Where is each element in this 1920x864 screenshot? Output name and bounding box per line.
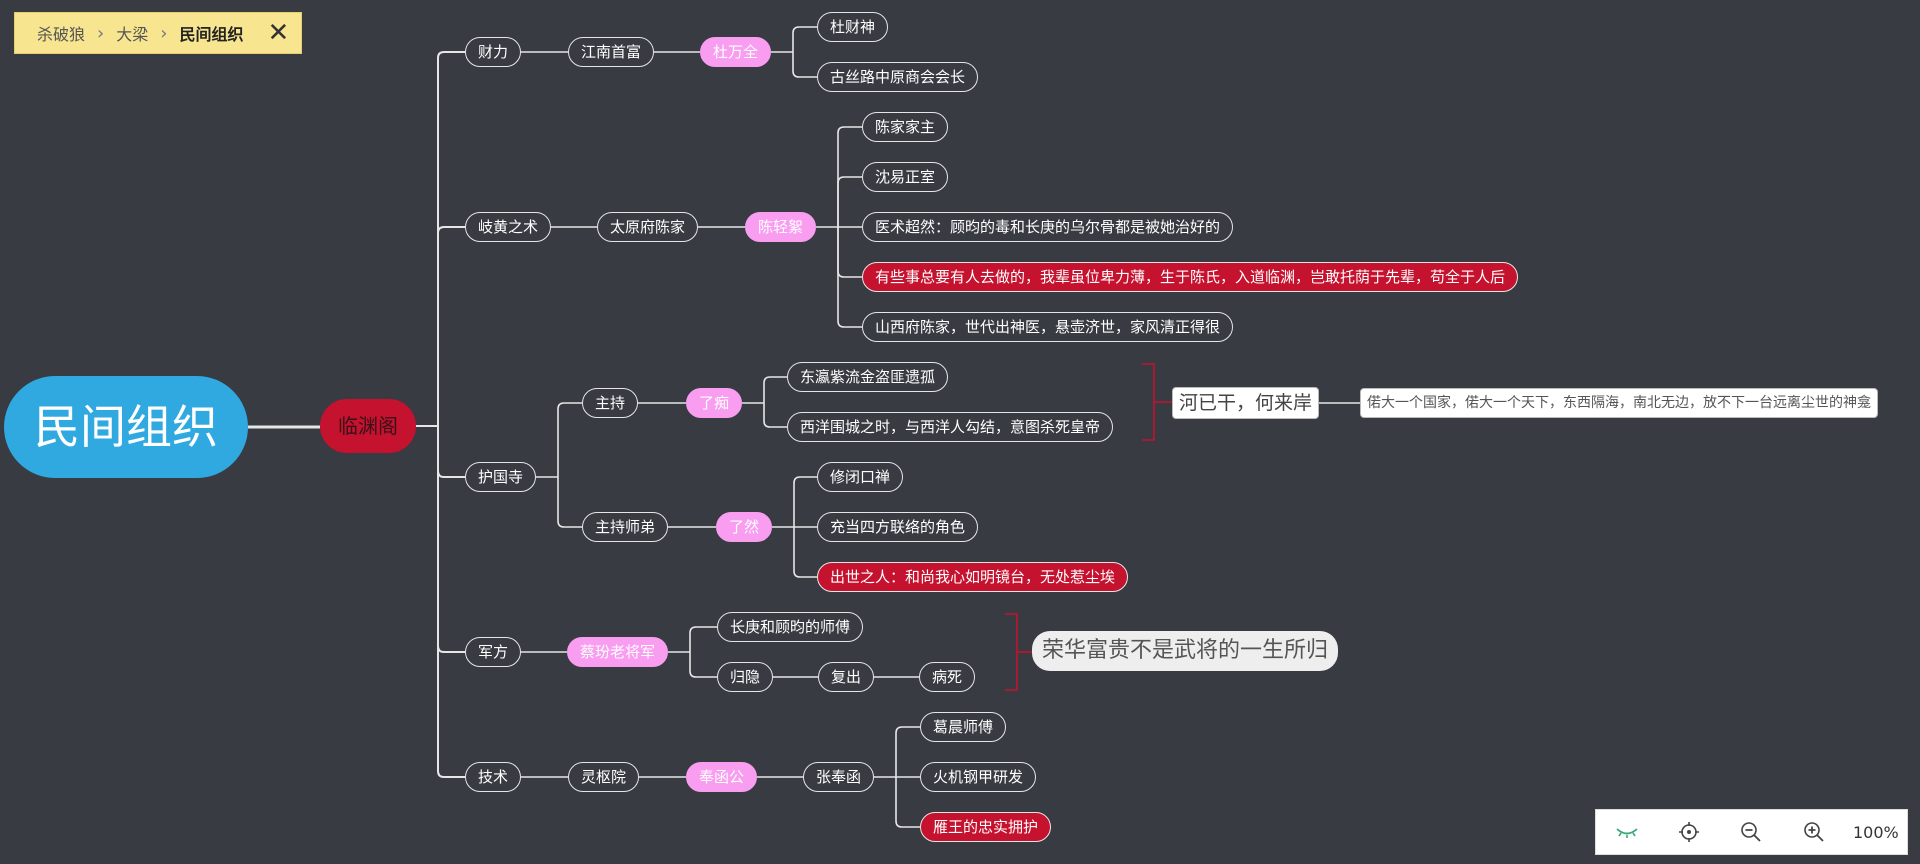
topic-ji-shu[interactable]: 技术 bbox=[465, 762, 522, 792]
topic-retire[interactable]: 归隐 bbox=[717, 662, 774, 692]
connector-line bbox=[837, 126, 862, 227]
connector-line bbox=[437, 426, 465, 778]
connector-line bbox=[793, 527, 817, 578]
eye-closed-icon[interactable] bbox=[1609, 814, 1645, 850]
summary-river-dry[interactable]: 河已干，何来岸 bbox=[1172, 387, 1320, 419]
topic-cai-bin-general[interactable]: 蔡玢老将军 bbox=[567, 637, 669, 667]
topic-du-cai-shen[interactable]: 杜财神 bbox=[817, 12, 889, 42]
topic-orphan[interactable]: 东瀛紫流金盗匪遗孤 bbox=[787, 362, 949, 392]
topic-shen-yi-wife[interactable]: 沈易正室 bbox=[862, 162, 949, 192]
connector-line bbox=[793, 476, 817, 527]
topic-abbot[interactable]: 主持 bbox=[582, 388, 639, 418]
summary-glory-quote[interactable]: 荣华富贵不是武将的一生所归 bbox=[1032, 631, 1339, 671]
topic-chen-family-head[interactable]: 陈家家主 bbox=[862, 112, 949, 142]
summary-shrine-quote[interactable]: 偌大一个国家，偌大一个天下，东西隔海，南北无边，放不下一台远离尘世的神龛 bbox=[1360, 388, 1878, 418]
connector-line bbox=[895, 777, 920, 828]
topic-merchant-guild-leader[interactable]: 古丝路中原商会会长 bbox=[817, 62, 979, 92]
topic-liao-chi[interactable]: 了痴 bbox=[686, 388, 743, 418]
chevron-right-icon: › bbox=[97, 22, 105, 44]
topic-yan-wang-supporter[interactable]: 雁王的忠实拥护 bbox=[920, 812, 1052, 842]
topic-liaison-role[interactable]: 充当四方联络的角色 bbox=[817, 512, 979, 542]
connector-line bbox=[792, 26, 817, 52]
topic-qi-huang[interactable]: 岐黄之术 bbox=[465, 212, 552, 242]
summary-bracket bbox=[1142, 363, 1155, 441]
summary-bracket bbox=[1005, 613, 1018, 691]
breadcrumb-item-da-liang[interactable]: 大梁 bbox=[116, 25, 149, 44]
breadcrumb: 杀破狼 › 大梁 › 民间组织 ✕ bbox=[14, 12, 303, 54]
locate-icon[interactable] bbox=[1671, 814, 1707, 850]
breadcrumb-item-sha-po-lang[interactable]: 杀破狼 bbox=[37, 25, 86, 44]
topic-silent-zen[interactable]: 修闭口禅 bbox=[817, 462, 904, 492]
topic-chen-family[interactable]: 太原府陈家 bbox=[597, 212, 699, 242]
topic-du-wan-quan[interactable]: 杜万全 bbox=[700, 37, 772, 67]
topic-zhang-feng-han[interactable]: 张奉函 bbox=[803, 762, 875, 792]
main-topic[interactable]: 临渊阁 bbox=[320, 399, 416, 453]
zoom-level: 100% bbox=[1852, 822, 1899, 842]
connector-line bbox=[437, 426, 465, 653]
connector-line bbox=[763, 376, 787, 403]
connector-line bbox=[437, 226, 465, 426]
breadcrumb-item-current: 民间组织 bbox=[179, 25, 244, 44]
topic-teacher[interactable]: 长庚和顾昀的师傅 bbox=[717, 612, 864, 642]
topic-shanxi-chen-family[interactable]: 山西府陈家，世代出神医，悬壶济世，家风清正得很 bbox=[862, 312, 1234, 342]
view-toolbar: 100% bbox=[1595, 809, 1908, 855]
connector-line bbox=[837, 227, 862, 328]
topic-cai-li[interactable]: 财力 bbox=[465, 37, 522, 67]
topic-medical-skill[interactable]: 医术超然：顾昀的毒和长庚的乌尔骨都是被她治好的 bbox=[862, 212, 1234, 242]
connector-line bbox=[837, 176, 862, 227]
topic-chen-quote[interactable]: 有些事总要有人去做的，我辈虽位卑力薄，生于陈氏，入道临渊，岂敢托荫于先辈，苟全于… bbox=[862, 262, 1519, 292]
topic-western-collusion[interactable]: 西洋围城之时，与西洋人勾结，意图杀死皇帝 bbox=[787, 412, 1114, 442]
zoom-in-icon[interactable] bbox=[1796, 814, 1832, 850]
zoom-out-icon[interactable] bbox=[1733, 814, 1769, 850]
topic-jiang-nan-shou-fu[interactable]: 江南首富 bbox=[568, 37, 655, 67]
root-topic[interactable]: 民间组织 bbox=[4, 376, 248, 478]
topic-died-of-illness[interactable]: 病死 bbox=[919, 662, 976, 692]
connector-line bbox=[689, 652, 717, 678]
topic-ling-shu-yuan[interactable]: 灵枢院 bbox=[568, 762, 640, 792]
chevron-right-icon: › bbox=[160, 22, 168, 44]
connector-line bbox=[437, 426, 465, 478]
topic-liao-ran[interactable]: 了然 bbox=[716, 512, 773, 542]
connector-line bbox=[837, 227, 862, 278]
topic-armor-research[interactable]: 火机钢甲研发 bbox=[920, 762, 1037, 792]
topic-abbot-junior[interactable]: 主持师弟 bbox=[582, 512, 669, 542]
topic-hu-guo-si[interactable]: 护国寺 bbox=[465, 462, 537, 492]
connector-line bbox=[557, 477, 582, 528]
topic-monk-quote[interactable]: 出世之人：和尚我心如明镜台，无处惹尘埃 bbox=[817, 562, 1129, 592]
topic-ge-chen-master[interactable]: 葛晨师傅 bbox=[920, 712, 1007, 742]
connector-line bbox=[557, 402, 582, 477]
topic-jun-fang[interactable]: 军方 bbox=[465, 637, 522, 667]
connector-line bbox=[689, 626, 717, 652]
connector-line bbox=[895, 726, 920, 777]
topic-feng-han-gong[interactable]: 奉函公 bbox=[686, 762, 758, 792]
connector-line bbox=[792, 52, 817, 78]
topic-chen-qing-xu[interactable]: 陈轻絮 bbox=[745, 212, 817, 242]
connector-line bbox=[763, 403, 787, 428]
close-icon[interactable]: ✕ bbox=[267, 18, 290, 48]
topic-comeback[interactable]: 复出 bbox=[818, 662, 875, 692]
connector-line bbox=[437, 51, 465, 426]
